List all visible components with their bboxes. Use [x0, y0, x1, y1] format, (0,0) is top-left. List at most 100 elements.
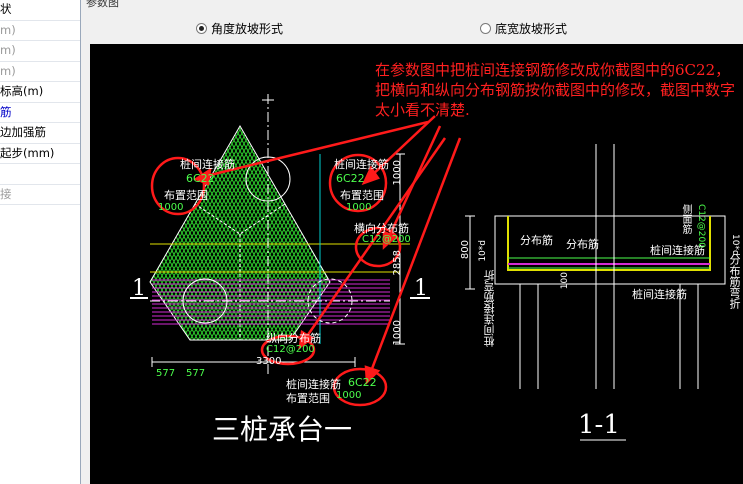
radio-angle-slope[interactable]: 角度放坡形式	[196, 20, 283, 36]
rebar-hatch-line	[150, 126, 155, 340]
plan-title: 三桩承台一	[212, 413, 353, 446]
property-row[interactable]	[0, 164, 80, 185]
property-row[interactable]: m)	[0, 62, 80, 82]
parameter-drawing: 在参数图中把桩间连接钢筋修改成你截图中的6C22，把横向和纵向分布钢筋按你截图中…	[90, 44, 743, 484]
dim-left: 577	[156, 368, 176, 379]
rebar-hatch-line	[150, 126, 163, 340]
rebar-hatch-line	[90, 126, 146, 340]
rebar-hatch-line	[90, 126, 138, 340]
label-h-distribution: 横向分布筋	[354, 222, 409, 235]
section-label-left-vertical: 桩间连接筋弯折	[483, 270, 496, 347]
rebar-hatch-line	[90, 126, 122, 340]
label-conn-left-val: 6C22	[186, 172, 215, 185]
dim-right-mid: 2858	[392, 250, 403, 276]
section-label-dist-1: 分布筋	[520, 234, 553, 247]
label-conn-left-dim: 1000	[158, 202, 184, 213]
section-dim-100: 100	[560, 272, 570, 290]
label-conn-bottom-dim: 1000	[336, 390, 362, 401]
rebar-hatch-line	[398, 126, 518, 340]
label-conn-bottom-val: 6C22	[348, 376, 377, 389]
section-label-side-val: C12@200	[696, 204, 706, 248]
rebar-hatch-line	[90, 126, 114, 340]
section-dim-10d: 10*d	[478, 240, 488, 262]
rebar-hatch-line	[90, 126, 142, 340]
label-conn-left: 桩间连接筋	[180, 158, 235, 171]
radio-unselected-icon	[480, 22, 491, 34]
radio-width-slope[interactable]: 底宽放坡形式	[480, 20, 567, 36]
rebar-hatch-line	[90, 126, 138, 340]
property-row[interactable]: 接	[0, 185, 80, 205]
property-row[interactable]: 边加强筋	[0, 123, 80, 144]
rebar-hatch-line	[90, 126, 118, 340]
label-h-distribution-val: C12@200	[362, 234, 411, 245]
rebar-hatch-line	[90, 126, 126, 340]
section-label-dist-2: 分布筋	[566, 238, 599, 251]
section-dim-10d-right: 10*d	[730, 234, 740, 256]
rebar-hatch-line	[90, 126, 102, 340]
label-conn-right-dim: 1000	[346, 202, 372, 213]
rebar-hatch-line	[90, 126, 114, 340]
radio-angle-label: 角度放坡形式	[211, 21, 284, 36]
slope-mode-options: 角度放坡形式 底宽放坡形式	[86, 12, 743, 44]
rebar-hatch-line	[90, 126, 142, 340]
property-row[interactable]: 起步(mm)	[0, 144, 80, 164]
property-row[interactable]: m)	[0, 21, 80, 41]
label-v-distribution-val: C12@200	[266, 344, 315, 355]
annotation-text: 在参数图中把桩间连接钢筋修改成你截图中的6C22，把横向和纵向分布钢筋按你截图中…	[375, 61, 736, 119]
label-v-distribution: 纵向分布筋	[266, 332, 321, 345]
label-conn-right: 桩间连接筋	[334, 158, 389, 171]
rebar-hatch-line	[229, 126, 330, 340]
rebar-hatch-line	[90, 126, 106, 340]
dim-bottom: 3300	[256, 356, 282, 367]
rebar-hatch-line	[90, 126, 134, 340]
rebar-hatch-line	[150, 126, 163, 340]
section-title: 1-1	[578, 410, 620, 440]
dim-right-bot: 1000	[392, 320, 403, 346]
rebar-hatch-line	[150, 126, 155, 340]
rebar-hatch-line	[150, 126, 151, 340]
rebar-hatch-line	[402, 126, 522, 340]
section-dim-800: 800	[460, 240, 471, 260]
dim-left-2: 577	[186, 368, 206, 379]
property-row[interactable]: 状	[0, 0, 80, 21]
rebar-hatch-line	[90, 126, 102, 340]
property-row[interactable]: m)	[0, 41, 80, 62]
drawing-graphics	[90, 94, 726, 441]
dim-right-top: 1000	[392, 160, 403, 186]
section-label-side: 侧面筋	[680, 204, 691, 234]
rebar-hatch-line	[90, 126, 134, 340]
property-row[interactable]: 筋	[0, 103, 80, 123]
rebar-hatch-line	[90, 126, 110, 340]
property-row[interactable]: 标高(m)	[0, 82, 80, 103]
rebar-hatch-line	[90, 126, 146, 340]
section-mark-left: 1	[132, 276, 146, 301]
label-conn-right-range: 布置范围	[340, 189, 384, 202]
section-mark-right: 1	[414, 276, 428, 301]
rebar-hatch-line	[150, 126, 151, 340]
rebar-hatch-line	[90, 126, 98, 340]
rebar-hatch-line	[90, 126, 94, 340]
rebar-hatch-line	[237, 126, 330, 340]
rebar-hatch-line	[150, 126, 159, 340]
rebar-hatch-line	[90, 126, 130, 340]
rebar-hatch-line	[90, 126, 130, 340]
label-conn-bottom: 桩间连接筋	[286, 378, 341, 391]
section-label-conn-2: 桩间连接筋	[632, 288, 687, 301]
label-conn-left-range: 布置范围	[164, 189, 208, 202]
radio-width-label: 底宽放坡形式	[495, 21, 568, 36]
rebar-hatch-line	[90, 126, 110, 340]
rebar-hatch-line	[90, 126, 122, 340]
section-label-right-vertical: 分布筋弯折	[728, 254, 741, 309]
rebar-hatch-line	[90, 126, 118, 340]
property-list: 状 m) m) m) 标高(m) 筋 边加强筋 起步(mm) 接	[0, 0, 81, 484]
panel-title: 参数图	[86, 0, 119, 9]
rebar-hatch-line	[90, 126, 126, 340]
rebar-hatch-line	[90, 126, 94, 340]
rebar-hatch-line	[90, 126, 106, 340]
section-label-conn-1: 桩间连接筋	[650, 244, 705, 257]
label-conn-right-val: 6C22	[336, 172, 365, 185]
rebar-hatch-line	[150, 126, 159, 340]
label-conn-bottom-range: 布置范围	[286, 392, 330, 405]
radio-selected-icon	[196, 22, 207, 34]
rebar-hatch-line	[90, 126, 98, 340]
